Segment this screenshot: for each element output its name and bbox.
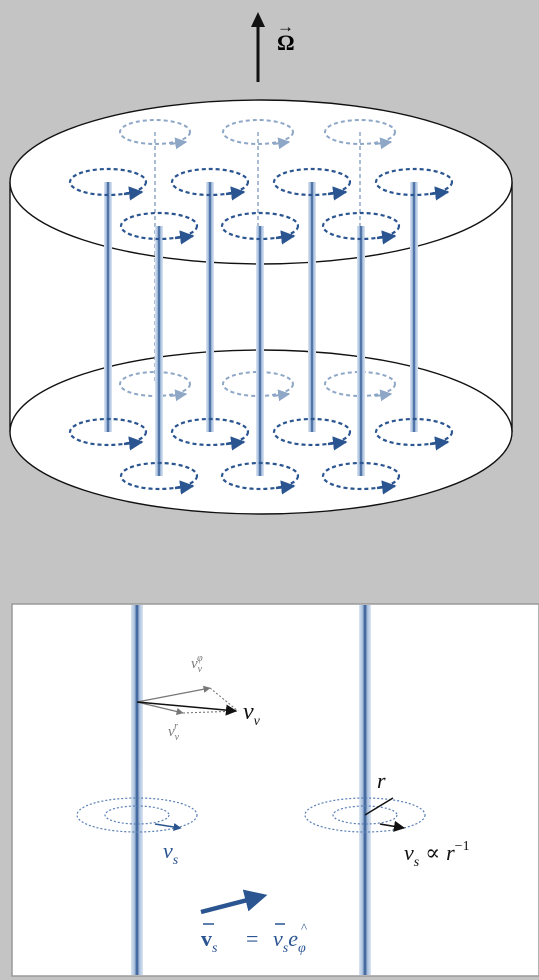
vv-label: vv	[243, 699, 261, 729]
ghost-circulation-icon	[119, 371, 191, 397]
back-row-arrows	[169, 137, 393, 402]
circulation-arrow-icon	[225, 186, 246, 201]
mean-flow-equals: =	[246, 926, 258, 951]
bottom-face-circulations	[68, 417, 454, 491]
circulation-icon	[374, 167, 454, 197]
circulation-arrow-icon	[275, 480, 296, 495]
circulation-outer-icon	[304, 797, 426, 833]
vortex-velocity-vectors	[136, 685, 239, 716]
bottom-face-arrows	[123, 436, 450, 495]
circulation-arrow-icon	[327, 186, 348, 201]
vortex-line	[308, 182, 316, 432]
vortex-line-left	[131, 605, 143, 975]
circulation-arrow-icon	[376, 480, 397, 495]
right-vortex-circulation	[304, 797, 426, 833]
ghost-arrow-icon	[374, 137, 393, 150]
omega-arrow-head	[251, 12, 265, 27]
circulation-icon	[321, 211, 401, 241]
circulation-icon	[272, 167, 352, 197]
unit-vector-hat: ^	[301, 920, 307, 935]
circulation-icon	[220, 461, 300, 491]
detail-panel-frame	[11, 603, 539, 977]
vortex-line	[104, 182, 112, 432]
ghost-arrow-icon	[169, 389, 188, 402]
ghost-circulation-icon	[119, 119, 191, 145]
ghost-circulation-icon	[324, 119, 396, 145]
mean-flow-equation: vs = vseφ ^	[201, 920, 307, 956]
detail-panel: vvφ vvr vv vs r vs∝r−1 vs = vseφ ^	[11, 603, 539, 977]
omega-vector-arrow: →	[277, 17, 294, 36]
rotation-axis: Ω →	[251, 12, 295, 82]
ghost-arrow-icon	[169, 137, 188, 150]
ghost-arrow-icon	[374, 389, 393, 402]
mean-flow-lhs: vs	[201, 926, 218, 956]
circulation-icon	[272, 417, 352, 447]
circulation-arrow-icon	[225, 436, 246, 451]
vv-r-label: vvr	[168, 721, 180, 743]
top-face-circulations	[68, 167, 454, 241]
circulation-arrow-icon	[174, 480, 195, 495]
vs-label: vs	[163, 838, 179, 868]
left-vortex-circulation	[76, 797, 198, 833]
circulation-icon	[68, 417, 148, 447]
circulation-icon	[321, 461, 401, 491]
circulation-arrow-icon	[429, 186, 450, 201]
circulation-arrow-icon	[174, 230, 195, 245]
ghost-arrow-icon	[272, 137, 291, 150]
circulation-arrow-icon	[429, 436, 450, 451]
vortex-line	[155, 226, 163, 476]
ghost-arrow-icon	[272, 389, 291, 402]
vortex-line-right	[359, 605, 371, 975]
circulation-icon	[220, 211, 300, 241]
vortex-line	[256, 226, 264, 476]
vortex-line	[410, 182, 418, 432]
mean-flow-rhs: vseφ	[273, 926, 306, 956]
circulation-arrow-icon	[275, 230, 296, 245]
ghost-circulation-icon	[222, 371, 294, 397]
circulation-icon	[119, 211, 199, 241]
r-label: r	[377, 768, 386, 793]
vv-phi-label: vvφ	[191, 653, 203, 675]
radius-line	[364, 797, 394, 816]
vortex-line	[206, 182, 214, 432]
vortex-line	[357, 226, 365, 476]
vortex-lines	[104, 182, 418, 476]
circulation-arrow-icon	[376, 230, 397, 245]
circulation-arrow-icon	[327, 436, 348, 451]
circulation-arrow-icon	[123, 436, 144, 451]
vs-proportional-label: vs∝r−1	[404, 839, 470, 870]
circulation-icon	[119, 461, 199, 491]
vs-right-arrow	[379, 820, 406, 832]
top-face-arrows	[123, 186, 450, 245]
circulation-inner-icon	[332, 805, 398, 825]
vs-arrow	[154, 823, 182, 831]
vv-phi-component-arrow	[136, 685, 211, 703]
mean-flow-arrow	[200, 889, 268, 915]
circulation-icon	[374, 417, 454, 447]
circulation-outer-icon	[76, 797, 198, 833]
ghost-circulation-icon	[324, 371, 396, 397]
vv-total-arrow	[136, 701, 238, 716]
ghost-circulation-icon	[222, 119, 294, 145]
circulation-inner-icon	[104, 805, 170, 825]
circulation-icon	[68, 167, 148, 197]
circulation-icon	[170, 167, 250, 197]
omega-label: Ω	[277, 30, 295, 55]
circulation-arrow-icon	[123, 186, 144, 201]
vv-r-component-arrow	[136, 701, 184, 715]
circulation-icon	[170, 417, 250, 447]
